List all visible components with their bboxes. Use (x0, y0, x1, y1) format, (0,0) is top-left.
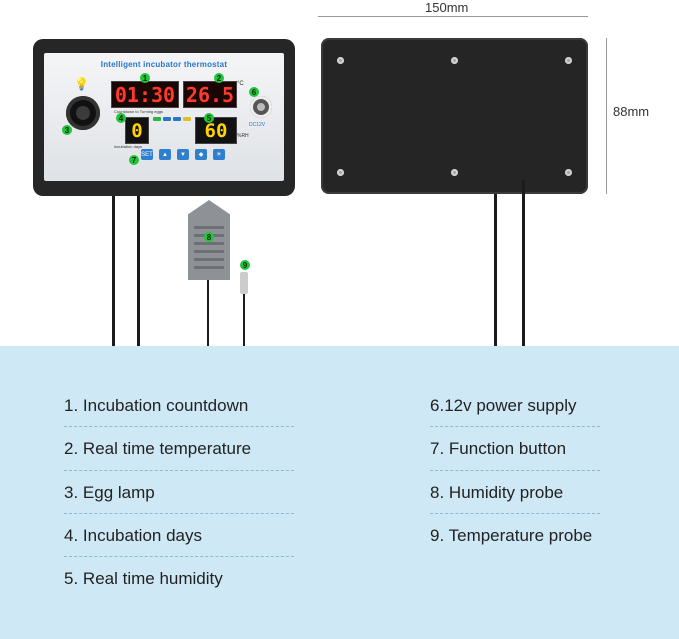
set-button[interactable]: SET (141, 149, 153, 160)
legend-panel: 1. Incubation countdown 2. Real time tem… (0, 346, 679, 639)
screw (451, 57, 458, 64)
dc-label: DC12V (249, 122, 266, 128)
dc-power-jack (250, 96, 272, 118)
back-cable (522, 180, 525, 346)
screw (565, 57, 572, 64)
legend-item: 1. Incubation countdown (64, 396, 249, 415)
humidity-display: 60 (195, 117, 237, 144)
legend-item: 5. Real time humidity (64, 569, 223, 588)
legend-divider (64, 470, 294, 471)
legend-item: 7. Function button (430, 439, 567, 458)
callout-badge-3: 3 (62, 125, 72, 135)
status-indicator (153, 117, 161, 121)
legend-item: 4. Incubation days (64, 526, 203, 545)
width-dimension-label: 150mm (425, 0, 469, 15)
screw (337, 57, 344, 64)
screw (565, 169, 572, 176)
screw (451, 169, 458, 176)
up-button[interactable]: ▲ (159, 149, 171, 160)
callout-badge-6: 6 (249, 87, 259, 97)
legend-divider (430, 470, 600, 471)
width-dimension-line (318, 16, 588, 17)
height-dimension-line (606, 38, 607, 194)
humidity-unit: %RH (237, 133, 249, 139)
legend-divider (64, 426, 294, 427)
status-indicator (163, 117, 171, 121)
thermostat-front: Intelligent incubator thermostat 💡 01:30… (33, 39, 295, 196)
callout-badge-7: 7 (129, 155, 139, 165)
legend-item: 6.12v power supply (430, 396, 577, 415)
legend-divider (64, 556, 294, 557)
lamp-button[interactable]: ☀ (213, 149, 225, 160)
status-indicator (173, 117, 181, 121)
callout-badge-2: 2 (214, 73, 224, 83)
legend-divider (430, 513, 600, 514)
legend-item: 2. Real time temperature (64, 439, 252, 458)
temperature-unit: °C (237, 81, 244, 87)
temperature-display: 26.5 (183, 81, 237, 108)
mode-button[interactable]: ◆ (195, 149, 207, 160)
callout-badge-4: 4 (116, 113, 126, 123)
height-dimension-label: 88mm (613, 104, 650, 119)
screw (337, 169, 344, 176)
product-image-area: 150mm 88mm Intelligent incubator thermos… (33, 0, 650, 346)
incubation-days-display: 0 (125, 117, 149, 144)
status-indicator (183, 117, 191, 121)
lightbulb-icon: 💡 (74, 77, 89, 91)
temperature-probe (240, 272, 248, 294)
egg-lamp-knob[interactable] (66, 96, 100, 130)
thermostat-back (321, 38, 588, 194)
legend-divider (430, 426, 600, 427)
incubation-days-caption: Incubation days (114, 144, 143, 149)
legend-item: 8. Humidity probe (430, 483, 564, 502)
humidity-probe-cable (207, 280, 209, 346)
panel-title: Intelligent incubator thermostat (100, 60, 228, 69)
callout-badge-8: 8 (204, 232, 214, 242)
countdown-display: 01:30 (111, 81, 179, 108)
probe-cable (137, 196, 140, 346)
legend-divider (64, 513, 294, 514)
control-panel: Intelligent incubator thermostat 💡 01:30… (44, 53, 284, 181)
callout-badge-5: 5 (204, 113, 214, 123)
callout-badge-9: 9 (240, 260, 250, 270)
power-cable (112, 196, 115, 346)
back-cable (494, 194, 497, 346)
countdown-caption: Countdown to Turning eggs (114, 109, 163, 114)
temperature-probe-cable (243, 294, 245, 346)
callout-badge-1: 1 (140, 73, 150, 83)
down-button[interactable]: ▼ (177, 149, 189, 160)
legend-item: 9. Temperature probe (430, 526, 593, 545)
legend-item: 3. Egg lamp (64, 483, 155, 502)
